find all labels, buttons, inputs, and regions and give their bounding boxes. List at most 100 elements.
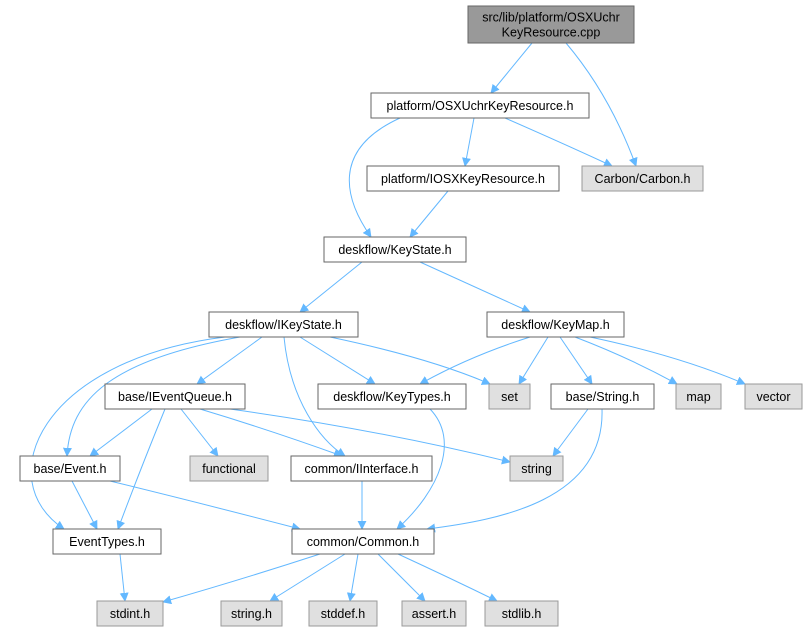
node-box bbox=[104, 383, 246, 410]
edge-root-to-osxuchr bbox=[490, 42, 533, 94]
node-box bbox=[290, 455, 433, 482]
node-label: common/IInterface.h bbox=[305, 462, 419, 476]
node-root[interactable]: src/lib/platform/OSXUchrKeyResource.cpp bbox=[467, 5, 635, 44]
node-label: base/Event.h bbox=[34, 462, 107, 476]
edge-osxuchr-to-iosxkey bbox=[462, 117, 475, 167]
edge-common-to-assert bbox=[377, 553, 426, 602]
node-box bbox=[744, 383, 803, 410]
node-label: stddef.h bbox=[321, 607, 366, 621]
node-label: platform/OSXUchrKeyResource.h bbox=[387, 99, 574, 113]
node-box bbox=[189, 455, 269, 482]
node-label: map bbox=[686, 390, 710, 404]
edge-keymap-to-keytypes bbox=[419, 336, 531, 385]
edge-basestring-to-common bbox=[426, 408, 603, 533]
node-box bbox=[467, 5, 635, 44]
node-functional: functional bbox=[189, 455, 269, 482]
edge-ikeystate-to-keytypes bbox=[299, 336, 376, 385]
edge-basestring-to-string bbox=[552, 408, 589, 457]
edge-common-to-stringh bbox=[269, 553, 346, 602]
node-basestring[interactable]: base/String.h bbox=[550, 383, 655, 410]
node-box bbox=[220, 600, 283, 627]
node-stddef: stddef.h bbox=[308, 600, 378, 627]
node-box bbox=[509, 455, 564, 482]
edge-ieventqueue-to-iinterface bbox=[199, 408, 343, 458]
node-box bbox=[291, 528, 435, 555]
node-label: set bbox=[501, 390, 518, 404]
edge-ikeystate-to-eventtypes bbox=[30, 336, 226, 530]
edge-ieventqueue-to-functional bbox=[180, 408, 219, 457]
node-label: deskflow/KeyMap.h bbox=[501, 318, 609, 332]
edge-ieventqueue-to-string bbox=[229, 408, 511, 465]
node-ieventqueue[interactable]: base/IEventQueue.h bbox=[104, 383, 246, 410]
edge-common-to-stdint bbox=[162, 553, 321, 605]
edge-ikeystate-to-set bbox=[329, 336, 491, 385]
edge-ieventqueue-to-eventtypes bbox=[116, 408, 166, 530]
edge-osxuchr-to-keystate bbox=[348, 117, 401, 238]
edge-keytypes-to-common bbox=[396, 408, 445, 530]
edge-event-to-eventtypes bbox=[71, 480, 98, 530]
edge-keystate-to-ikeystate bbox=[299, 261, 363, 313]
node-carbon: Carbon/Carbon.h bbox=[581, 165, 704, 192]
edge-eventtypes-to-stdint bbox=[119, 553, 129, 602]
node-label: Carbon/Carbon.h bbox=[595, 172, 691, 186]
edge-keymap-to-vector bbox=[589, 336, 746, 385]
node-label: KeyResource.cpp bbox=[502, 26, 601, 40]
edge-keymap-to-set bbox=[518, 336, 549, 385]
node-ikeystate[interactable]: deskflow/IKeyState.h bbox=[208, 311, 359, 338]
node-label: stdint.h bbox=[110, 607, 150, 621]
node-box bbox=[370, 92, 590, 119]
node-box bbox=[19, 455, 121, 482]
node-set: set bbox=[488, 383, 531, 410]
node-box bbox=[581, 165, 704, 192]
edge-ikeystate-to-ieventqueue bbox=[196, 336, 263, 385]
node-box bbox=[208, 311, 359, 338]
node-iinterface[interactable]: common/IInterface.h bbox=[290, 455, 433, 482]
node-stdint: stdint.h bbox=[96, 600, 164, 627]
node-common[interactable]: common/Common.h bbox=[291, 528, 435, 555]
edge-keystate-to-keymap bbox=[419, 261, 531, 313]
node-box bbox=[550, 383, 655, 410]
node-eventtypes[interactable]: EventTypes.h bbox=[52, 528, 162, 555]
node-box bbox=[52, 528, 162, 555]
node-label: string bbox=[521, 462, 552, 476]
node-label: src/lib/platform/OSXUchr bbox=[482, 11, 620, 25]
node-label: deskflow/KeyTypes.h bbox=[333, 390, 450, 404]
node-box bbox=[486, 311, 625, 338]
node-string: string bbox=[509, 455, 564, 482]
node-keytypes[interactable]: deskflow/KeyTypes.h bbox=[317, 383, 467, 410]
node-box bbox=[317, 383, 467, 410]
node-label: vector bbox=[756, 390, 790, 404]
edge-keymap-to-basestring bbox=[559, 336, 593, 385]
node-label: platform/IOSXKeyResource.h bbox=[381, 172, 545, 186]
node-box bbox=[401, 600, 467, 627]
node-label: EventTypes.h bbox=[69, 535, 145, 549]
node-osxuchr[interactable]: platform/OSXUchrKeyResource.h bbox=[370, 92, 590, 119]
node-iosxkey[interactable]: platform/IOSXKeyResource.h bbox=[366, 165, 560, 192]
node-map: map bbox=[675, 383, 722, 410]
edge-keymap-to-map bbox=[574, 336, 678, 385]
edge-ieventqueue-to-event bbox=[89, 408, 153, 457]
node-stringh: string.h bbox=[220, 600, 283, 627]
node-label: base/IEventQueue.h bbox=[118, 390, 232, 404]
node-keystate[interactable]: deskflow/KeyState.h bbox=[323, 236, 467, 263]
node-box bbox=[675, 383, 722, 410]
node-label: string.h bbox=[231, 607, 272, 621]
edge-iosxkey-to-keystate bbox=[409, 190, 449, 238]
node-event[interactable]: base/Event.h bbox=[19, 455, 121, 482]
edge-osxuchr-to-carbon bbox=[504, 117, 613, 167]
edge-common-to-stdlib bbox=[397, 553, 498, 602]
node-label: base/String.h bbox=[566, 390, 640, 404]
node-label: common/Common.h bbox=[307, 535, 420, 549]
node-keymap[interactable]: deskflow/KeyMap.h bbox=[486, 311, 625, 338]
nodes: src/lib/platform/OSXUchrKeyResource.cpp p… bbox=[19, 5, 803, 627]
node-box bbox=[96, 600, 164, 627]
node-label: stdlib.h bbox=[502, 607, 542, 621]
edge-root-to-carbon bbox=[565, 42, 638, 167]
node-box bbox=[366, 165, 560, 192]
edge-event-to-common bbox=[109, 480, 301, 532]
node-box bbox=[484, 600, 559, 627]
node-vector: vector bbox=[744, 383, 803, 410]
node-label: deskflow/KeyState.h bbox=[338, 243, 451, 257]
edge-common-to-stddef bbox=[346, 553, 359, 602]
